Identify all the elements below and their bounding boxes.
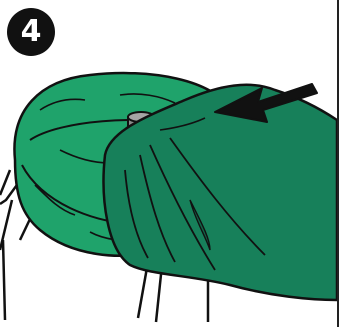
step-number-badge: 4 (7, 8, 55, 56)
step-number: 4 (21, 17, 42, 47)
panel-edge (337, 0, 349, 327)
